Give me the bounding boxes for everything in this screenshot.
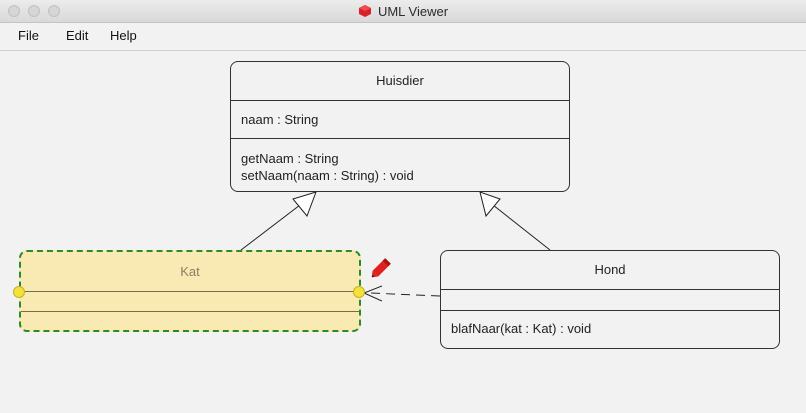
inheritance-line-kat[interactable] (240, 204, 301, 251)
menu-help[interactable]: Help (110, 28, 137, 43)
resize-handle-left[interactable] (13, 286, 25, 298)
method-row: blafNaar(kat : Kat) : void (451, 321, 592, 336)
zoom-window-button[interactable] (48, 5, 60, 17)
methods-section (21, 311, 359, 331)
inheritance-arrowhead-kat (292, 191, 317, 217)
class-kat[interactable]: Kat (19, 250, 361, 332)
attributes-section (21, 291, 359, 311)
window-title: UML Viewer (377, 3, 449, 19)
menu-file[interactable]: File (18, 28, 39, 43)
dependency-line[interactable] (369, 292, 441, 297)
attribute-row: naam : String (241, 112, 319, 127)
class-name: Huisdier (376, 73, 424, 88)
pencil-icon[interactable] (368, 255, 394, 281)
relations-layer (240, 191, 551, 302)
diagram-canvas[interactable]: Huisdier naam : String getNaam : String … (0, 51, 806, 413)
class-name: Kat (180, 264, 200, 279)
resize-handle-right[interactable] (353, 286, 365, 298)
title-bar: UML Viewer (0, 0, 806, 23)
close-window-button[interactable] (8, 5, 20, 17)
attributes-section (441, 289, 779, 310)
class-hond[interactable]: Hond blafNaar(kat : Kat) : void (440, 250, 780, 349)
class-name: Hond (594, 262, 626, 277)
uml-app-icon (358, 5, 371, 17)
attributes-section: naam : String (231, 100, 569, 138)
menu-edit[interactable]: Edit (66, 28, 89, 43)
class-huisdier[interactable]: Huisdier naam : String getNaam : String … (230, 61, 570, 192)
minimize-window-button[interactable] (28, 5, 40, 17)
method-row: setNaam(naam : String) : void (241, 168, 414, 183)
methods-section: getNaam : String setNaam(naam : String) … (231, 138, 569, 184)
inheritance-line-hond[interactable] (492, 204, 551, 251)
method-row: getNaam : String (241, 151, 339, 166)
methods-section: blafNaar(kat : Kat) : void (441, 310, 779, 336)
inheritance-arrowhead-hond (479, 191, 501, 218)
menu-bar: File Edit Help (0, 23, 806, 51)
